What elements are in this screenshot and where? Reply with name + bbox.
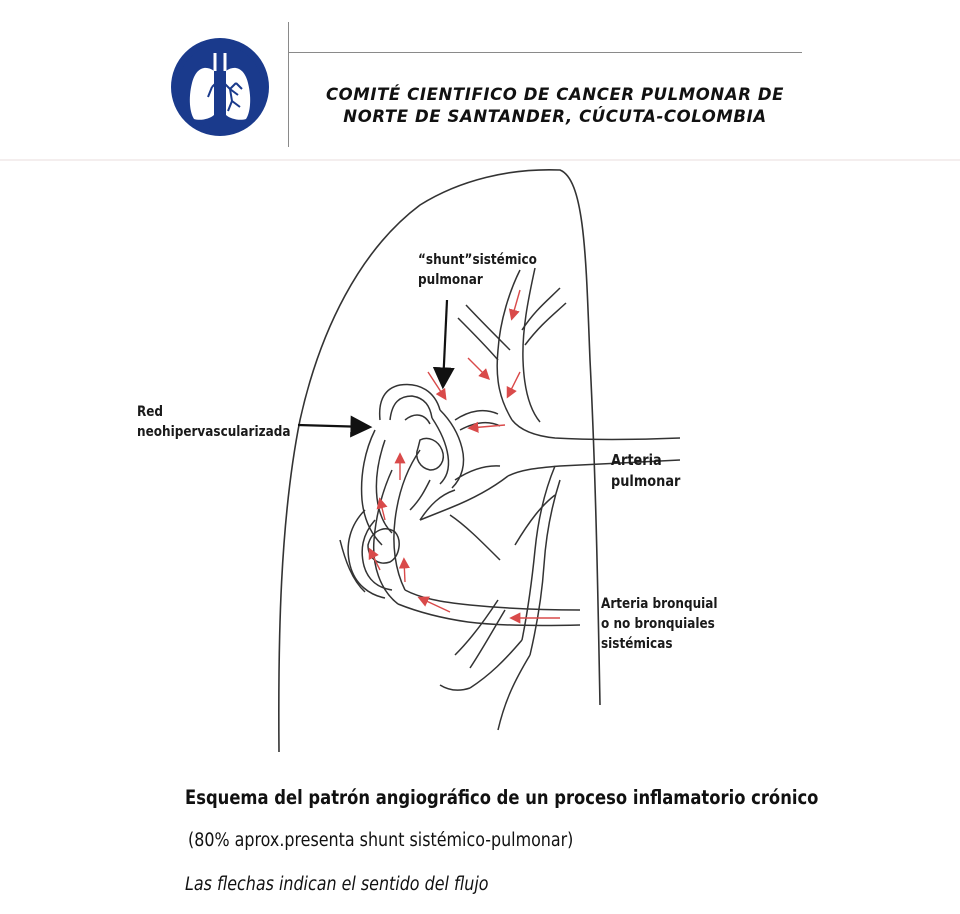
- pulmonary-artery: [419, 267, 681, 731]
- organization-name: COMITÉ CIENTIFICO DE CANCER PULMONAR DE …: [300, 84, 810, 128]
- caption-legend: Las flechas indican el sentido del flujo: [185, 874, 489, 895]
- label-shunt-line-2: pulmonar: [418, 272, 483, 288]
- header: COMITÉ CIENTIFICO DE CANCER PULMONAR DE …: [0, 0, 960, 160]
- angiographic-diagram: [278, 168, 681, 753]
- label-shunt: “shunt”sistémico pulmonar: [418, 250, 537, 290]
- label-pulmonary-artery: Arteria pulmonar: [611, 450, 680, 492]
- caption-title: Esquema del patrón angiográfico de un pr…: [185, 786, 819, 809]
- neovascular-network: [339, 383, 501, 599]
- org-line-1: COMITÉ CIENTIFICO DE CANCER PULMONAR DE: [325, 85, 785, 104]
- header-separator: [0, 159, 960, 161]
- network-pointer-arrow: [297, 415, 373, 438]
- label-arteria-bronquial-line-2: o no bronquiales: [601, 616, 715, 632]
- header-divider-vertical: [288, 22, 289, 147]
- lung-outline: [278, 168, 601, 753]
- label-arteria-bronquial-line-1: Arteria bronquial: [601, 596, 718, 612]
- label-arteria-bronquial-line-3: sistémicas: [601, 636, 673, 652]
- label-arteria-pulmonar-line-2: pulmonar: [611, 472, 681, 490]
- lungs-icon: [171, 38, 269, 136]
- flow-arrows: [368, 289, 560, 624]
- label-red-line-1: Red: [137, 404, 164, 420]
- label-red-line-2: neohipervascularizada: [137, 424, 291, 440]
- label-neovascular-network: Red neohipervascularizada: [137, 402, 290, 442]
- shunt-pointer-arrow: [432, 299, 455, 390]
- header-divider-horizontal: [289, 52, 802, 53]
- caption-note: (80% aprox.presenta shunt sistémico-pulm…: [188, 830, 574, 851]
- label-shunt-line-1: “shunt”sistémico: [418, 252, 537, 268]
- org-line-2: NORTE DE SANTANDER, CÚCUTA-COLOMBIA: [343, 107, 767, 126]
- label-bronchial-artery: Arteria bronquial o no bronquiales sisté…: [601, 594, 718, 654]
- label-arteria-pulmonar-line-1: Arteria: [611, 451, 662, 469]
